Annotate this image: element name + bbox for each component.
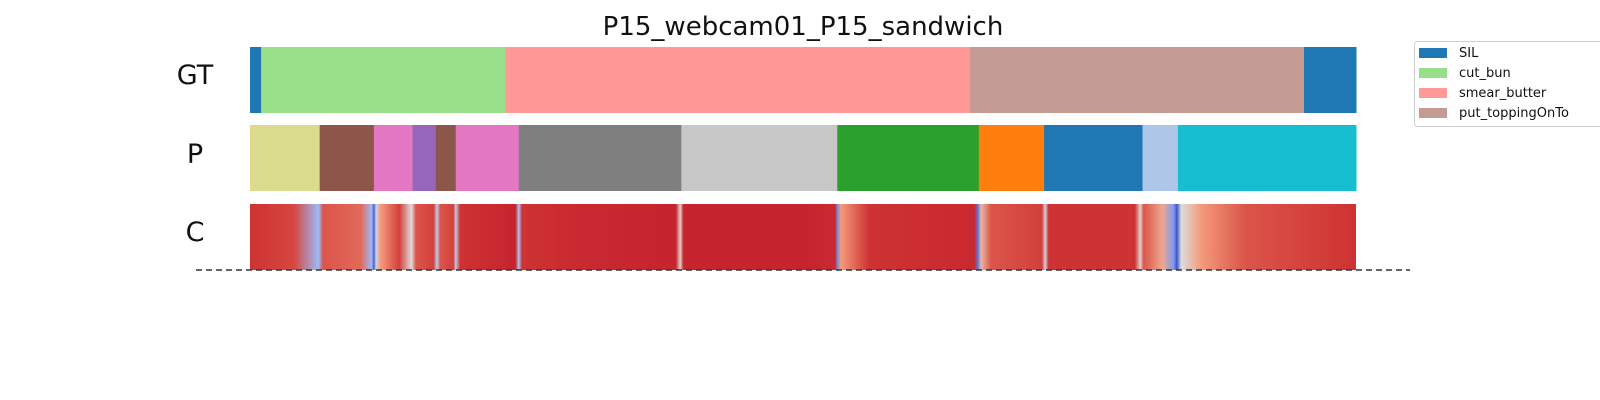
row-label-c: C <box>185 217 205 248</box>
pred-segment-5 <box>455 125 520 191</box>
legend-item-put-topping: put_toppingOnTo <box>1419 103 1569 123</box>
gt-segment-4 <box>1304 47 1357 113</box>
pred-segment-12 <box>1177 125 1357 191</box>
row-label-gt: GT <box>176 60 214 91</box>
row-label-p: P <box>186 139 204 170</box>
confidence-bar <box>250 204 1356 270</box>
gt-segment-0 <box>250 47 262 113</box>
pred-segment-0 <box>250 125 321 191</box>
legend-item-sil: SIL <box>1419 43 1478 63</box>
legend-swatch-put-topping <box>1419 108 1447 118</box>
pred-segment-9 <box>978 125 1045 191</box>
pred-segment-4 <box>435 125 457 191</box>
pred-segment-10 <box>1044 125 1144 191</box>
legend-item-cut-bun: cut_bun <box>1419 63 1511 83</box>
legend-label-put-topping: put_toppingOnTo <box>1459 105 1569 121</box>
legend-label-sil: SIL <box>1459 45 1479 61</box>
chart-title: P15_webcam01_P15_sandwich <box>602 12 1004 42</box>
pred-segment-3 <box>412 125 437 191</box>
legend: SIL cut_bun smear_butter put_toppingOnTo <box>1414 41 1600 127</box>
legend-swatch-cut-bun <box>1419 68 1447 78</box>
gt-segment-3 <box>970 47 1305 113</box>
pred-segment-11 <box>1142 125 1179 191</box>
gt-segment-1 <box>261 47 506 113</box>
pred-segment-1 <box>319 125 375 191</box>
legend-label-cut-bun: cut_bun <box>1459 65 1511 81</box>
legend-item-smear-butter: smear_butter <box>1419 83 1546 103</box>
legend-label-smear-butter: smear_butter <box>1459 85 1547 101</box>
pred-segment-6 <box>518 125 682 191</box>
pred-segment-8 <box>837 125 980 191</box>
pred-row <box>250 125 1357 191</box>
legend-swatch-sil <box>1419 48 1447 58</box>
pred-segment-7 <box>681 125 838 191</box>
confidence-row <box>250 204 1356 270</box>
gt-row <box>250 47 1357 113</box>
gt-segment-2 <box>505 47 971 113</box>
pred-segment-2 <box>373 125 414 191</box>
legend-swatch-smear-butter <box>1419 88 1447 98</box>
